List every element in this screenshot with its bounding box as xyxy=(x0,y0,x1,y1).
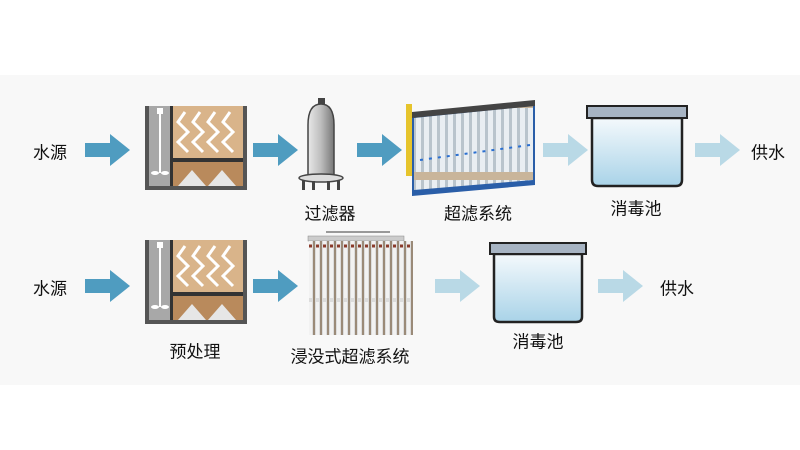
arrow-disinfection-to-output-1 xyxy=(695,134,740,166)
disinfection-label: 消毒池 xyxy=(610,199,662,220)
immersed-uf-label: 浸没式超滤系统 xyxy=(290,347,410,368)
pretreatment-label: 预处理 xyxy=(169,342,221,363)
arrow-source-to-pretreatment-2 xyxy=(85,270,130,302)
arrow-pretreatment-to-filter xyxy=(253,134,298,166)
source-label: 水源 xyxy=(33,143,67,164)
output-label: 供水 xyxy=(660,279,694,300)
source-label: 水源 xyxy=(33,279,67,300)
filter-vessel-icon xyxy=(298,98,344,190)
output-label: 供水 xyxy=(751,143,785,164)
ultrafiltration-rack-icon xyxy=(406,100,535,196)
uf-system-label: 超滤系统 xyxy=(444,204,512,225)
arrow-source-to-pretreatment-1 xyxy=(85,134,130,166)
pretreatment-tank-icon xyxy=(143,238,249,326)
disinfection-tank-icon xyxy=(489,242,587,324)
disinfection-label: 消毒池 xyxy=(512,332,564,353)
arrow-uf-to-disinfection-1 xyxy=(543,134,588,166)
pretreatment-tank-icon xyxy=(145,106,247,190)
arrow-pretreatment-to-immersed-uf xyxy=(253,270,298,302)
disinfection-tank-icon xyxy=(586,105,688,188)
arrow-filter-to-uf xyxy=(357,134,402,166)
immersed-ultrafiltration-module-icon xyxy=(307,231,413,335)
arrow-immersed-uf-to-disinfection xyxy=(435,270,480,302)
filter-label: 过滤器 xyxy=(304,204,356,225)
arrow-disinfection-to-output-2 xyxy=(598,270,643,302)
